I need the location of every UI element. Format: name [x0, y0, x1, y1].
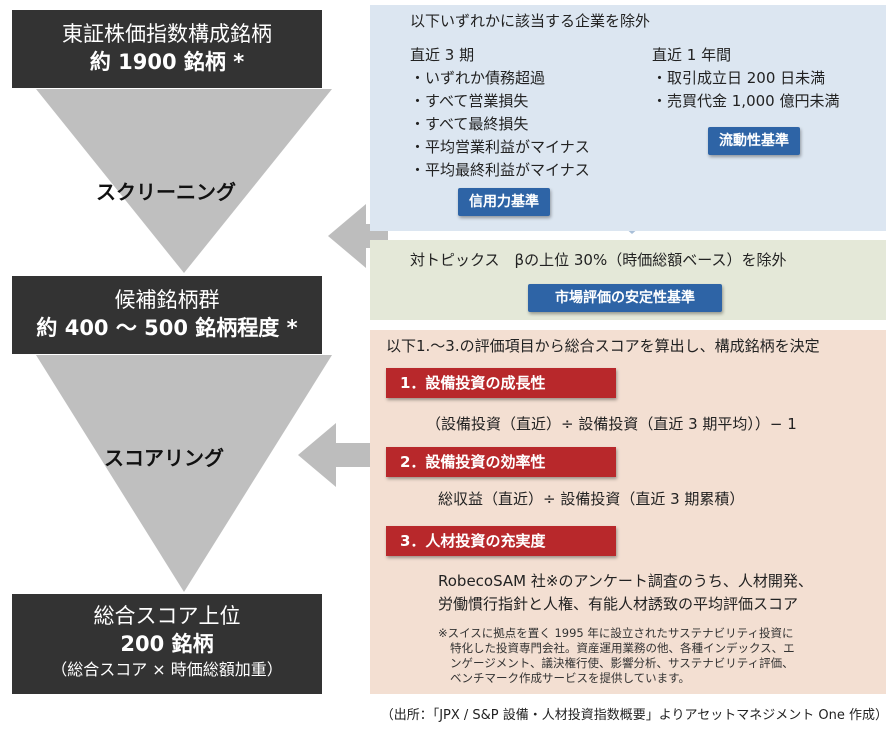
liquidity-criteria-badge: 流動性基準 — [708, 127, 800, 155]
scoring-panel: 以下1.〜3.の評価項目から総合スコアを算出し、構成銘柄を決定 1．設備投資の成… — [370, 330, 886, 694]
result-count: 200 銘柄 — [120, 632, 214, 656]
footnote-line: ※スイスに拠点を置く 1995 年に設立されたサステナビリティ投資に — [438, 626, 794, 640]
footnote-line: 特化した投資専門会社。資産運用業務の他、各種インデックス、エ — [450, 641, 795, 655]
credit-col1-title: 直近 3 期 — [410, 46, 475, 64]
criterion-label: 1．設備投資の成長性 — [386, 368, 616, 398]
criterion-formula: （設備投資（直近）÷ 設備投資（直近 3 期平均））− 1 — [426, 415, 797, 433]
universe-title: 東証株価指数構成銘柄 — [62, 22, 272, 46]
market-text: 対トピックス βの上位 30%（時価総額ベース）を除外 — [410, 251, 787, 269]
criterion-formula: 総収益（直近）÷ 設備投資（直近 3 期累積） — [438, 490, 745, 508]
credit-liquidity-panel: 以下いずれかに該当する企業を除外 直近 3 期 ・いずれか債務超過 ・すべて営業… — [370, 5, 886, 231]
credit-item: ・すべて営業損失 — [410, 92, 529, 110]
credit-heading: 以下いずれかに該当する企業を除外 — [410, 12, 651, 30]
criterion-description: 労働慣行指針と人権、有能人材誘致の平均評価スコア — [438, 595, 799, 613]
credit-item: ・いずれか債務超過 — [410, 69, 546, 87]
funnel-lower — [36, 355, 332, 592]
liquidity-item: ・売買代金 1,000 億円未満 — [652, 92, 840, 110]
funnel-upper — [36, 89, 332, 273]
market-stability-panel: 対トピックス βの上位 30%（時価総額ベース）を除外 市場評価の安定性基準 — [370, 240, 886, 320]
market-criteria-badge: 市場評価の安定性基準 — [528, 284, 722, 312]
stage-scoring: スコアリング — [104, 446, 224, 470]
scoring-heading: 以下1.〜3.の評価項目から総合スコアを算出し、構成銘柄を決定 — [386, 337, 820, 355]
universe-box: 東証株価指数構成銘柄 約 1900 銘柄 * — [12, 10, 322, 88]
credit-item: ・平均最終利益がマイナス — [410, 161, 590, 179]
left-arrow-icon — [298, 423, 386, 487]
credit-criteria-badge: 信用力基準 — [458, 188, 550, 216]
left-arrow-icon — [328, 204, 388, 268]
universe-count: 約 1900 銘柄 * — [89, 50, 245, 74]
footnote-line: ベンチマーク作成サービスを提供しています。 — [450, 671, 691, 685]
liquidity-col2-title: 直近 1 年間 — [652, 46, 732, 64]
criterion-description: RobecoSAM 社※のアンケート調査のうち、人材開発、 — [438, 572, 813, 590]
result-title: 総合スコア上位 — [93, 604, 241, 628]
candidate-title: 候補銘柄群 — [114, 288, 220, 312]
result-box: 総合スコア上位 200 銘柄 （総合スコア × 時価総額加重） — [12, 594, 322, 694]
liquidity-item: ・取引成立日 200 日未満 — [652, 69, 826, 87]
criterion-label: 3．人材投資の充実度 — [386, 526, 616, 556]
stage-screening: スクリーニング — [96, 180, 236, 204]
credit-item: ・すべて最終損失 — [410, 115, 529, 133]
candidate-box: 候補銘柄群 約 400 〜 500 銘柄程度 * — [12, 276, 322, 354]
result-weighting: （総合スコア × 時価総額加重） — [51, 660, 283, 679]
credit-item: ・平均営業利益がマイナス — [410, 138, 590, 156]
footnote-line: ンゲージメント、議決権行使、影響分析、サステナビリティ評価、 — [450, 656, 794, 670]
criterion-label: 2．設備投資の効率性 — [386, 447, 616, 477]
candidate-count: 約 400 〜 500 銘柄程度 * — [36, 316, 298, 340]
source-note: （出所：「JPX / S&P 設備・人材投資指数概要」よりアセットマネジメント … — [380, 708, 888, 723]
